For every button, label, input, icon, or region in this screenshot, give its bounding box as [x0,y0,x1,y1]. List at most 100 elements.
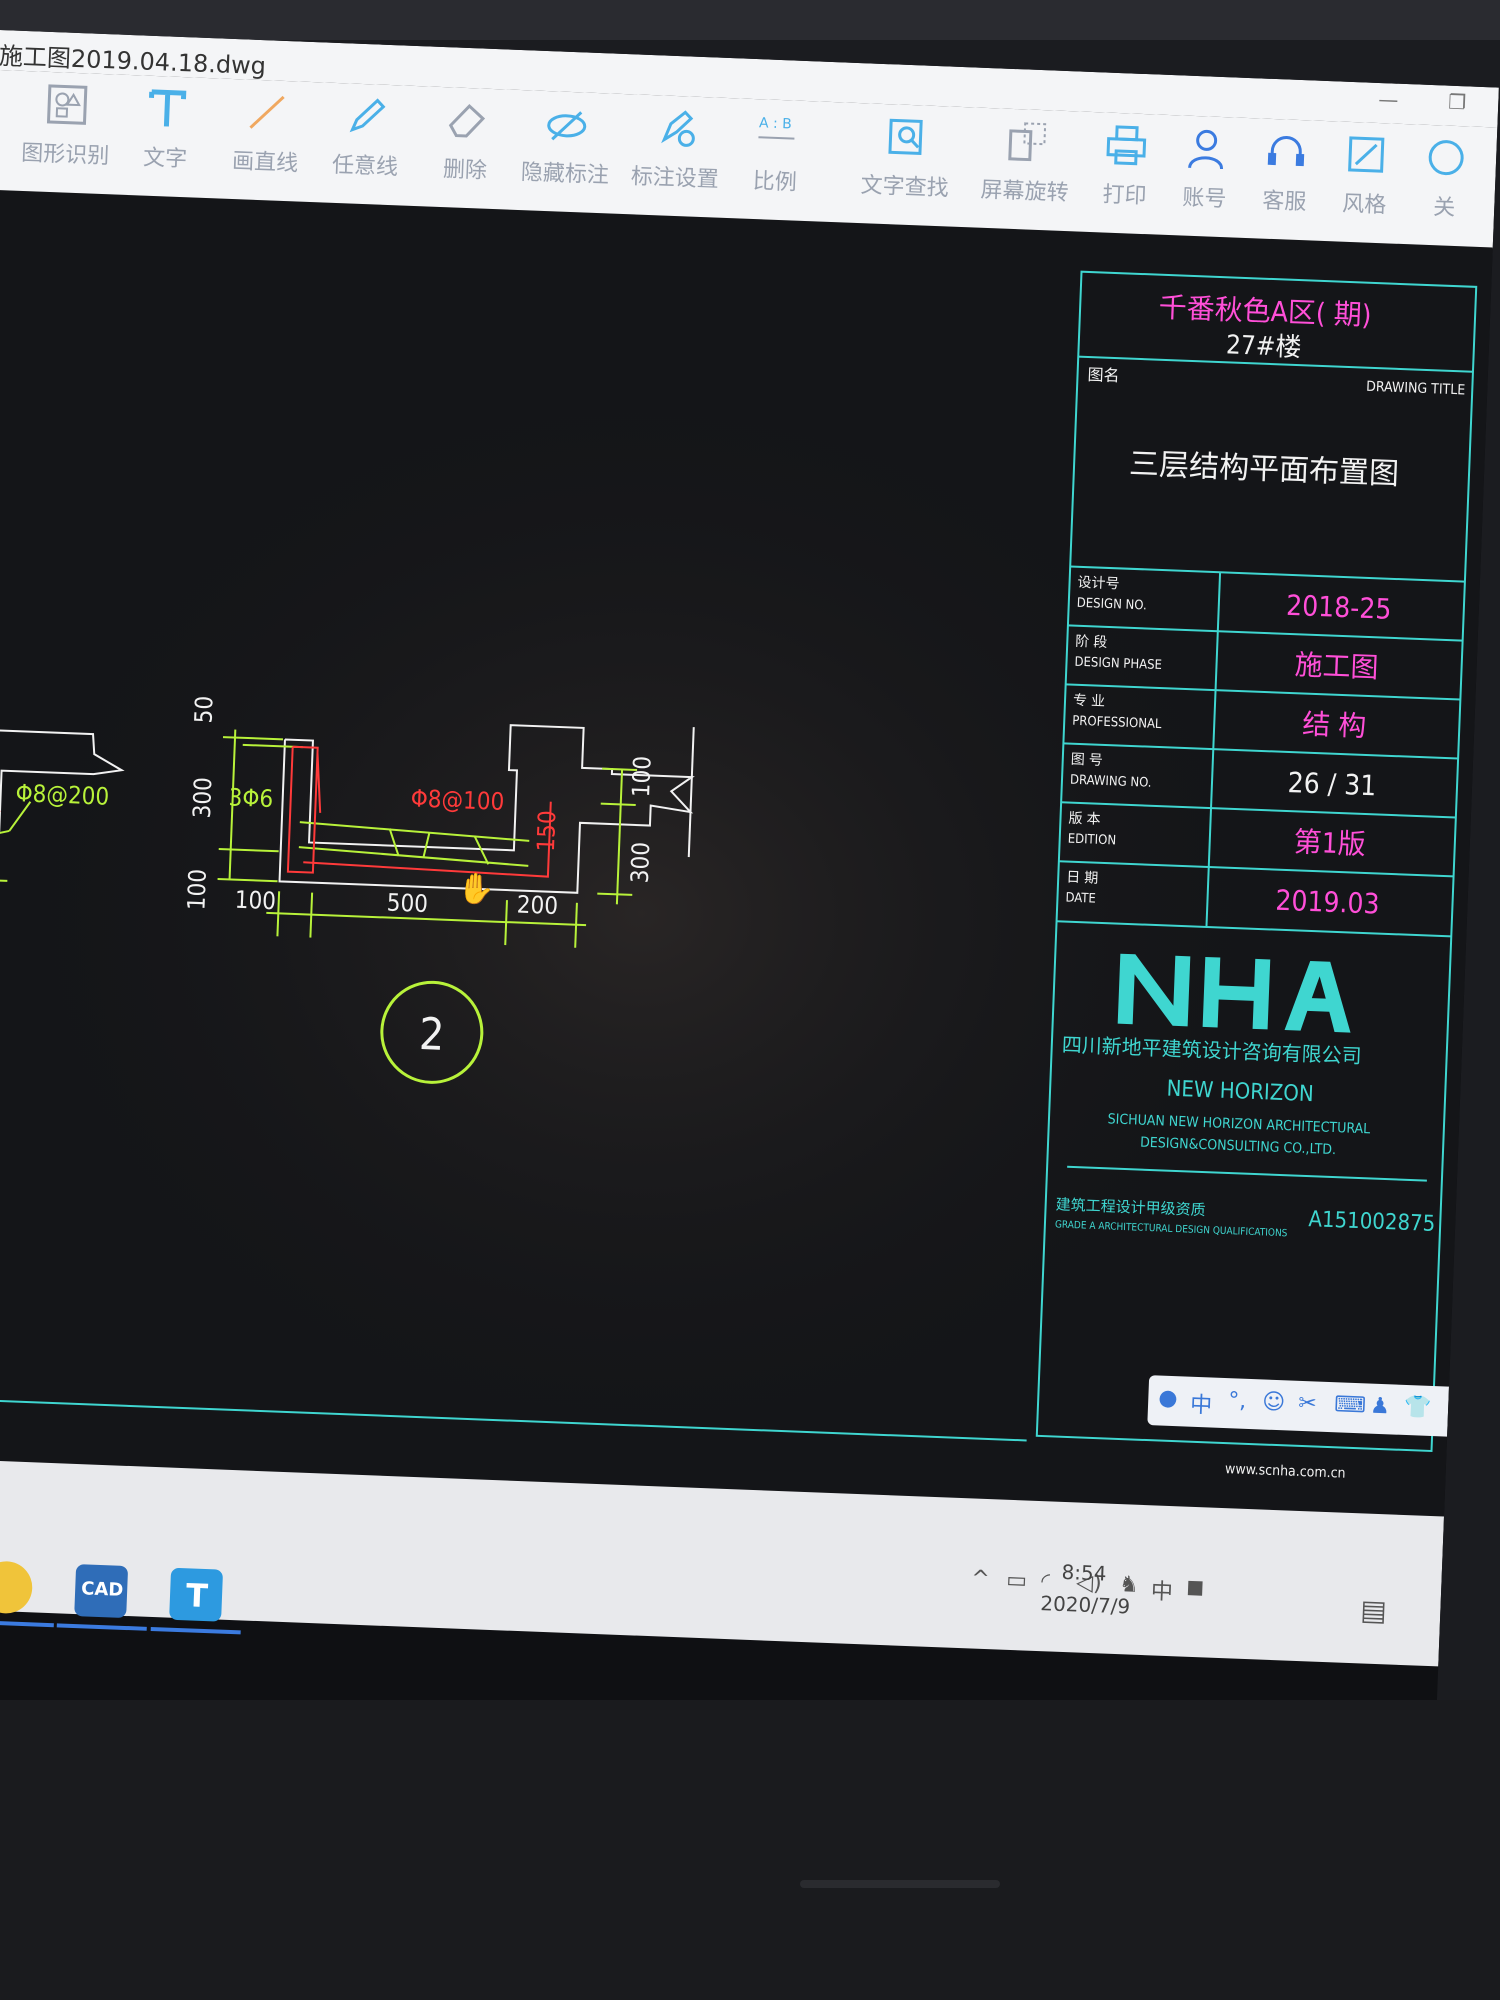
punctuation-icon[interactable]: °, [1227,1388,1247,1414]
row-label-cn: 图 号 [1070,752,1103,769]
row-label-en: DRAWING NO. [1070,773,1152,791]
cad-app-label: CAD [80,1578,124,1601]
tool-text[interactable]: 文字 [115,83,218,175]
dim-bottom-100: 100 [234,886,276,916]
ime-logo-icon[interactable]: ● [1157,1385,1179,1412]
tool-support[interactable]: 客服 [1234,126,1337,218]
tool-about[interactable]: 关 [1394,132,1497,224]
tray-app-icon[interactable]: ◼ [1185,1574,1205,1601]
tool-rotate-screen[interactable]: 屏幕旋转 [974,116,1077,208]
row-label-cn: 专 业 [1073,693,1106,710]
keyboard-icon[interactable]: ⌨ [1333,1392,1367,1419]
tool-annotation-settings[interactable]: 标注设置 [624,102,727,194]
line-icon [249,95,285,129]
clock-date[interactable]: 2020/7/9 [1039,1591,1131,1619]
cad-drawing-canvas[interactable]: Φ8@200 0 [0,189,1493,1517]
row-value: 26 / 31 [1287,766,1377,802]
company-name-en-line3: DESIGN&CONSULTING CO.,LTD. [1140,1135,1336,1159]
tool-shape-recognize[interactable]: 图形识别 [15,79,118,171]
emoji-icon[interactable]: ☺ [1261,1389,1286,1416]
tool-label: 文字查找 [860,173,950,202]
tool-label: 比例 [752,169,798,196]
rotate-screen-icon [1008,122,1047,162]
rebar-label-side: 3Φ6 [228,783,274,813]
detail-bubble [380,980,484,1084]
detail-left-partial: Φ8@200 0 [0,728,125,882]
frame-bottom-line [0,1397,1027,1442]
scale-icon: A : B [758,115,795,140]
building-name: 27#楼 [1226,330,1302,363]
tool-label: 关 [1432,195,1456,221]
red-stirrup [286,745,319,874]
website: www.scnha.com.cn [1225,1461,1346,1482]
account-icon [1188,129,1224,170]
row-label-en: PROFESSIONAL [1072,714,1162,732]
tray-expand-icon[interactable]: ^ [970,1566,991,1593]
tool-label: 隐藏标注 [520,160,610,189]
text-search-icon [888,118,923,155]
battery-icon[interactable]: ▭ [1005,1567,1028,1594]
cad-drawing: Φ8@200 0 [0,189,1493,1517]
svg-text:A : B: A : B [759,115,792,132]
cad-app-icon[interactable]: CAD [74,1564,129,1619]
tool-freehand[interactable]: 任意线 [315,90,418,182]
dim-left-50: 50 [190,695,219,724]
scissors-icon[interactable]: ✂ [1297,1390,1318,1417]
section-outline [278,724,695,894]
title-block-row-divider [1067,624,1463,642]
tool-label: 画直线 [231,149,299,177]
row-label-en: EDITION [1067,832,1116,849]
pen-icon [349,98,386,133]
rebar-label-left: Φ8@200 [15,779,110,811]
tool-account[interactable]: 账号 [1154,122,1257,214]
music-app-icon[interactable] [0,1560,34,1615]
dim-right-300: 300 [626,841,656,883]
tool-scale[interactable]: A : B 比例 [724,106,827,198]
task-active-indicator [150,1626,241,1635]
minimize-icon[interactable]: — [1377,86,1399,112]
tool-line[interactable]: 画直线 [215,86,318,178]
row-value: 第1版 [1293,825,1366,861]
tool-print[interactable]: 打印 [1074,119,1177,211]
clock-time[interactable]: 8:54 [1061,1559,1107,1586]
about-icon [1428,140,1464,176]
task-active-indicator [56,1623,147,1631]
rebar-label-top: Φ8@100 [410,784,505,816]
tool-hide-annotation[interactable]: 隐藏标注 [514,98,617,190]
tool-label: 屏幕旋转 [980,177,1069,207]
row-value: 结 构 [1302,708,1367,743]
row-label-cn: 日 期 [1066,870,1099,887]
company-logo [1117,953,1351,1033]
row-value: 2019.03 [1275,884,1380,921]
skin-icon[interactable]: 👕 [1403,1394,1433,1421]
style-icon [1348,136,1385,173]
tool-text-search[interactable]: 文字查找 [854,111,957,203]
row-value: 2018-25 [1286,589,1392,626]
print-icon [1106,125,1147,166]
eraser-icon [448,103,486,138]
dim-left-100: 100 [182,868,212,910]
restore-icon[interactable]: ❐ [1447,89,1467,115]
tool-label: 标注设置 [630,164,720,193]
tool-label: 任意线 [331,152,399,181]
text-app-icon[interactable]: T [169,1567,224,1622]
shape-recognize-icon [46,84,88,125]
ime-chinese-icon[interactable]: 中 [1189,1392,1213,1419]
notification-icon[interactable]: ▤ [1359,1593,1388,1628]
row-label-en: DATE [1065,891,1096,907]
tool-delete[interactable]: 删除 [414,94,517,186]
title-block-row-divider [1061,801,1456,819]
row-label-cn: 阶 段 [1075,634,1108,651]
text-app-label: T [185,1576,209,1616]
ime-indicator-icon[interactable]: 中 [1150,1579,1174,1606]
project-name: 千番秋色A区( 期) [1158,291,1372,332]
detail-2: Φ8@100 3Φ6 150 50 300 100 100 500 2 [182,695,695,1084]
hide-eye-icon [547,111,587,141]
dim-left-300: 300 [188,777,218,819]
tool-style[interactable]: 风格 [1314,129,1417,221]
title-block-row-divider [1058,860,1454,878]
reflection-shade [0,189,1493,1517]
user-icon[interactable]: ♟ [1369,1393,1391,1420]
monitor-top-bezel [0,0,1500,40]
